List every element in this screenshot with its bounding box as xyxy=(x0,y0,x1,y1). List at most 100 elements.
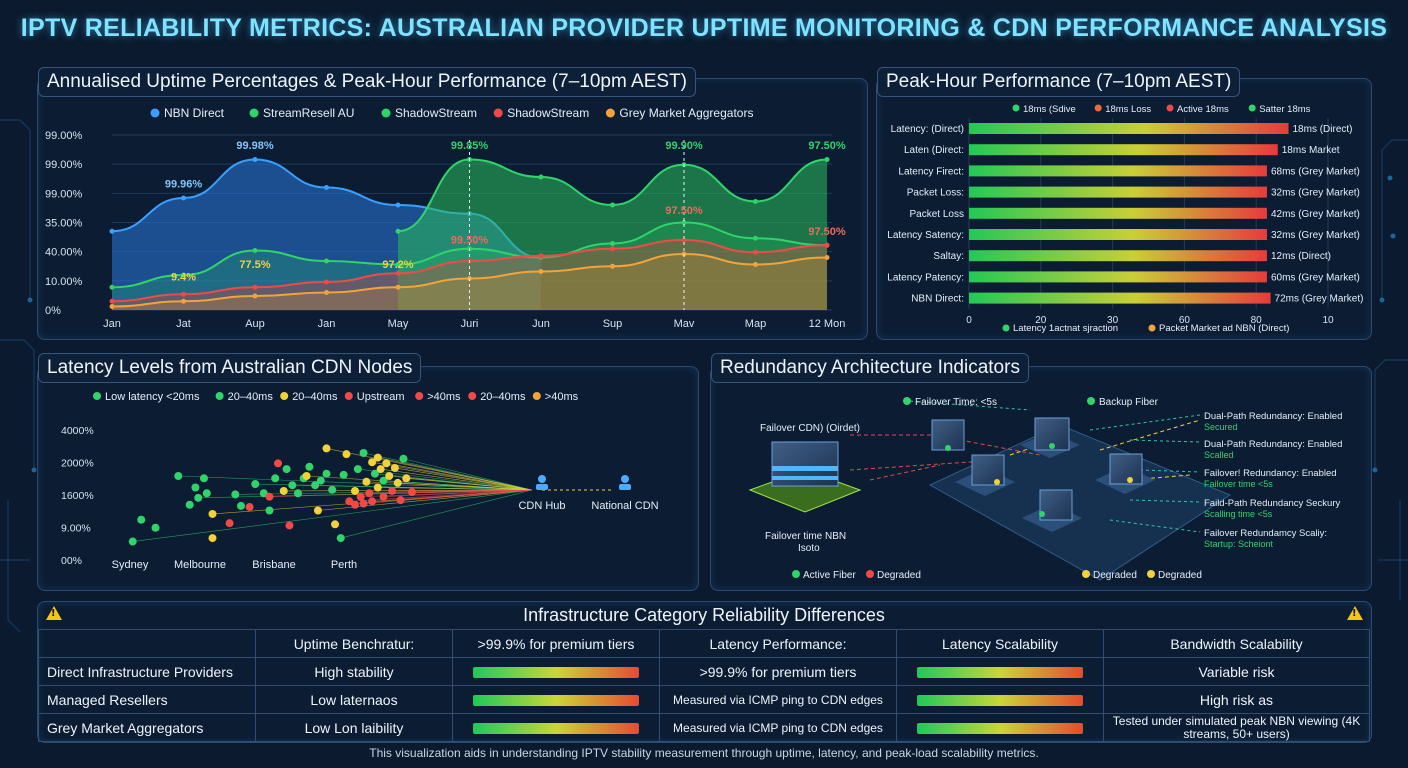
scatter-point xyxy=(265,492,274,501)
bar xyxy=(969,250,1267,262)
scatter-point xyxy=(137,515,146,524)
scatter-point xyxy=(373,453,382,462)
table-header-cell xyxy=(38,629,256,658)
bar xyxy=(969,186,1267,198)
server-node-icon xyxy=(1020,417,1080,458)
data-point xyxy=(324,290,329,295)
connection-line xyxy=(397,482,533,491)
legend-label: 20–40ms xyxy=(292,391,338,403)
y-tick-label: 99.00% xyxy=(45,130,83,142)
y-tick-label: 2000% xyxy=(61,458,94,470)
scatter-point xyxy=(311,481,320,490)
row-uptime-bar xyxy=(452,713,660,742)
server-node-icon xyxy=(931,419,965,451)
uptime-chart: 99.00%99.00%99.00%35.00%40.00%10.00%0%Ja… xyxy=(45,106,846,330)
connection-line xyxy=(380,468,533,491)
row-bandwidth: Variable risk xyxy=(1103,657,1370,686)
scatter-point xyxy=(285,521,294,530)
x-tick-label: Sup xyxy=(603,318,623,330)
warning-icon: ! xyxy=(46,606,62,620)
table-header-cell: Bandwidth Scalability xyxy=(1103,629,1370,658)
scatter-point xyxy=(373,483,382,492)
data-point xyxy=(395,270,401,276)
connection-line xyxy=(178,475,533,491)
hub-icon xyxy=(621,475,629,483)
reliability-gradient-bar xyxy=(473,695,639,707)
data-point xyxy=(824,255,830,260)
data-point xyxy=(181,298,186,304)
data-point xyxy=(538,253,544,259)
scatter-point xyxy=(362,477,371,486)
row-category: Managed Resellers xyxy=(38,685,256,714)
bar-category-label: Packet Loss xyxy=(910,209,964,220)
legend-label: Low latency <20ms xyxy=(105,391,200,403)
hub-icon xyxy=(536,484,548,490)
x-tick-label: Jan xyxy=(318,318,336,330)
redundancy-status-3-detail: Failover time <5s xyxy=(1204,479,1273,489)
scatter-point xyxy=(202,489,211,498)
redundancy-status-5-detail: Startup: Scheiont xyxy=(1204,539,1274,549)
scatter-point xyxy=(328,485,337,494)
table-row: Managed Resellers Low laternaos Measured… xyxy=(38,685,1370,714)
legend-label: Satter 18ms xyxy=(1259,104,1310,115)
data-point xyxy=(538,269,544,274)
x-tick-label: May xyxy=(388,318,409,330)
scatter-point xyxy=(128,537,137,546)
bar xyxy=(969,144,1278,156)
scatter-point xyxy=(279,486,288,495)
scatter-point xyxy=(351,486,359,495)
hub-icon xyxy=(538,475,546,483)
data-point xyxy=(324,185,329,190)
scatter-point xyxy=(199,474,208,483)
x-tick-label: Sydney xyxy=(112,559,149,571)
row-uptime: High stability xyxy=(255,657,453,686)
scatter-point xyxy=(399,454,408,463)
data-point xyxy=(109,284,115,290)
table-header-cell: Latency Performance: xyxy=(659,629,897,658)
legend-marker xyxy=(605,108,615,118)
connection-line xyxy=(394,467,533,491)
redundancy-status-3: Failover! Redundancy: Enabled xyxy=(1204,468,1337,479)
legend-label: ShadowStream xyxy=(507,106,589,120)
connection-line xyxy=(403,458,533,491)
x-tick-label: Map xyxy=(745,318,766,330)
degraded-label-1: Degraded xyxy=(877,570,921,581)
legend-marker xyxy=(532,392,541,400)
degraded-label-3: Degraded xyxy=(1158,570,1202,581)
data-label: 99.50% xyxy=(451,235,489,247)
scatter-point xyxy=(231,490,240,499)
infra-table: Uptime Benchratur: >99.9% for premium ti… xyxy=(38,629,1370,742)
data-point xyxy=(681,237,687,243)
data-point xyxy=(610,246,615,252)
scatter-point xyxy=(294,489,302,498)
data-point xyxy=(181,272,186,278)
data-point xyxy=(181,291,186,297)
data-point xyxy=(753,199,758,204)
y-tick-label: 35.00% xyxy=(45,218,83,230)
data-point xyxy=(824,157,830,162)
bar-category-label: Latency Satency: xyxy=(887,230,964,241)
legend-marker xyxy=(280,392,289,400)
bar-value-label: 32ms (Grey Market) xyxy=(1271,230,1360,241)
data-label: 99.90% xyxy=(665,140,703,152)
bar xyxy=(969,229,1267,240)
scatter-point xyxy=(185,500,194,509)
scatter-point xyxy=(356,492,365,501)
bar xyxy=(969,292,1271,304)
server-node-icon xyxy=(955,454,1015,496)
connection-line xyxy=(400,489,533,501)
legend-label: >40ms xyxy=(545,391,579,403)
scatter-point xyxy=(302,472,311,480)
hub-label: National CDN xyxy=(591,500,658,512)
latency-panel-title: Latency Levels from Australian CDN Nodes xyxy=(38,353,422,383)
redundancy-status-4-detail: Scalling time <5s xyxy=(1204,509,1273,519)
server-node-icon xyxy=(1095,453,1155,494)
y-tick-label: 99.00% xyxy=(45,188,83,200)
legend-marker xyxy=(1166,104,1174,112)
legend-marker xyxy=(93,392,101,400)
legend-label: Packet Market ad NBN (Direct) xyxy=(1159,323,1289,334)
data-point xyxy=(395,202,401,208)
x-tick-label: 80 xyxy=(1251,315,1263,326)
warning-icon: ! xyxy=(1347,606,1363,620)
legend-marker xyxy=(150,108,160,118)
